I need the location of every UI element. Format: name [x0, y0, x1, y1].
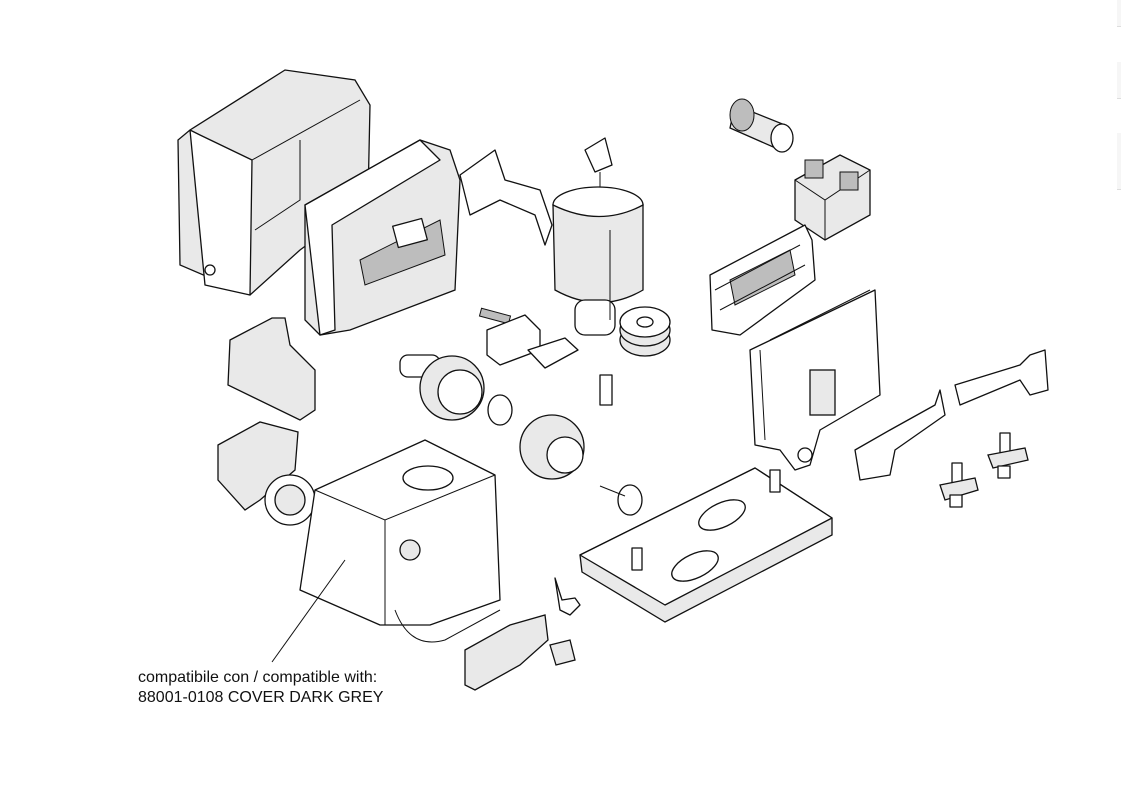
output-gear: [399, 354, 513, 426]
caption-line-1: compatibile con / compatible with:: [138, 669, 378, 686]
mounting-plate: [749, 289, 881, 471]
control-board: [709, 224, 816, 336]
compatibility-caption: compatibile con / compatible with: 88001…: [138, 668, 383, 708]
bracket: [459, 149, 553, 246]
motor: [552, 137, 644, 336]
gearbox-housing: [299, 439, 501, 643]
caption-line-2: 88001-0108 COVER DARK GREY: [138, 689, 384, 706]
limit-lever-left: [854, 389, 946, 481]
foundation-bolts: [939, 432, 1029, 508]
thumbnail-strip-2[interactable]: [1117, 62, 1121, 99]
thumbnail-strip-3[interactable]: [1117, 133, 1121, 190]
outer-cover: [177, 69, 371, 296]
release-mechanism: [478, 307, 613, 406]
transformer: [794, 154, 871, 241]
key-lock: [549, 577, 581, 666]
release-door: [464, 614, 549, 691]
pinion-cover: [217, 421, 316, 526]
end-cap: [227, 317, 316, 421]
spacer-washers: [619, 306, 671, 357]
leader-line: [271, 559, 346, 663]
limit-lever-right: [954, 349, 1049, 406]
thumbnail-strip-1[interactable]: [1117, 0, 1121, 27]
front-cover: [304, 139, 461, 336]
base-plate: [579, 467, 833, 623]
intermediate-gear: [519, 414, 643, 516]
capacitor: [729, 98, 794, 153]
